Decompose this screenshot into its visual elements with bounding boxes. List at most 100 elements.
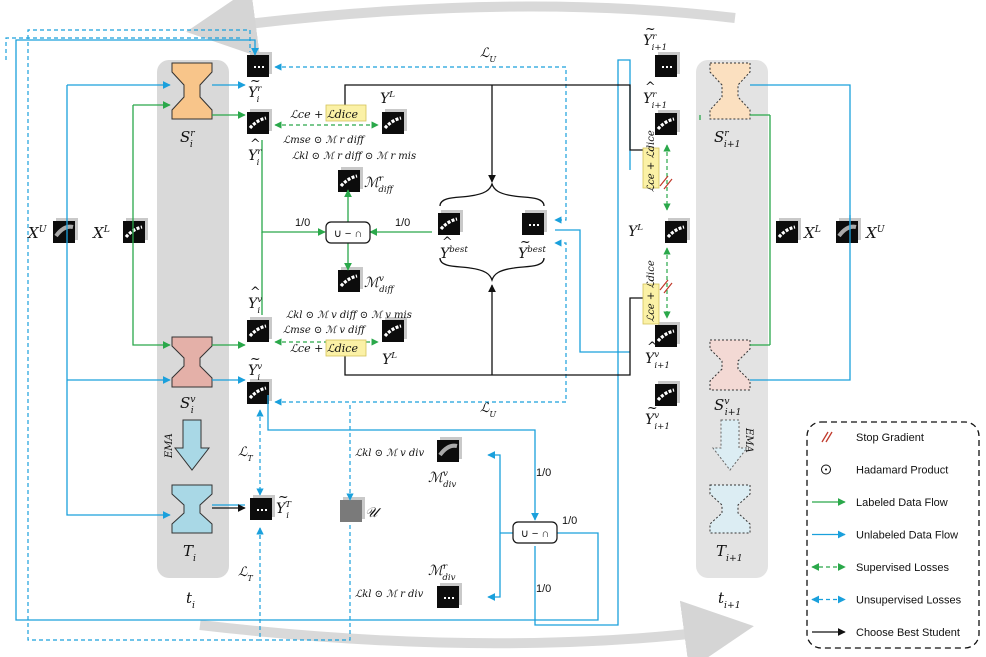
thumb-ytilde-r-left: [247, 52, 272, 77]
legend-item-3: Labeled Data Flow: [812, 497, 948, 509]
legend-item-6: Unsupervised Losses: [811, 595, 962, 607]
label-lt-top: ℒT: [238, 445, 253, 463]
label-yhat-r-i-accent: ^: [250, 136, 261, 151]
label-ytilde-r-ip1-accent: ~: [645, 21, 656, 36]
one-zero-a: 1/0: [295, 217, 310, 229]
thumb-yl-top: [382, 109, 407, 134]
thumb-ytilde-best: [522, 210, 547, 235]
uni-box-top: [325, 221, 371, 244]
legend-item-4: Unlabeled Data Flow: [812, 530, 958, 542]
loss-mse-top: ℒmse ⊙ ℳ r diff: [283, 135, 366, 146]
legend-box: [806, 421, 980, 649]
legend-label-1: Stop Gradient: [856, 432, 924, 444]
label-time-right: ti+1: [718, 589, 741, 611]
thumb-mdiff-v: [338, 267, 363, 292]
teacher-left: [171, 484, 213, 534]
label-t-right: Ti+1: [716, 542, 743, 564]
one-zero-c: 1/0: [536, 467, 551, 479]
student-r-right: [709, 62, 751, 120]
thumb-xl-left: [123, 218, 148, 243]
legend-label-2: Hadamard Product: [856, 465, 948, 477]
thumb-ytilde-v-left: [247, 379, 272, 404]
uni-box-bottom: [512, 521, 558, 544]
legend-label-7: Choose Best Student: [856, 627, 960, 639]
legend-item-2: Hadamard Product: [821, 464, 948, 477]
loss-mse-bottom: ℒmse ⊙ ℳ v diff: [283, 325, 367, 336]
ema-arrow-right: [711, 419, 749, 471]
legend-label-4: Unlabeled Data Flow: [856, 530, 958, 542]
label-ytilde-t-accent: ~: [278, 489, 289, 504]
thumb-ytilde-r-right: [655, 52, 680, 77]
thumb-mdiv-r: [437, 583, 462, 608]
dice-highlight-bottom: [325, 339, 367, 357]
label-ema-left: EMA: [164, 433, 175, 459]
label-yhat-best-accent: ^: [442, 234, 453, 249]
label-xl-left: XL: [92, 224, 110, 242]
label-t-left: Ti: [183, 542, 196, 564]
legend-item-1: Stop Gradient: [821, 431, 924, 444]
label-yhat-v-ip1-accent: ^: [647, 339, 658, 354]
label-time-left: ti: [186, 589, 195, 611]
label-lt-bottom: ℒT: [238, 565, 253, 583]
ema-arrow-left: [173, 419, 211, 471]
label-yhat-v-i-accent: ^: [250, 284, 261, 299]
choose-best-flows: [212, 84, 645, 512]
label-yl-right: YL: [628, 223, 643, 240]
thumb-yhat-r-right: [655, 110, 680, 135]
thumb-xl-right: [776, 218, 801, 243]
student-v-left: [171, 336, 213, 388]
label-u-set: 𝒰: [365, 505, 382, 521]
legend-label-3: Labeled Data Flow: [856, 497, 948, 509]
student-v-right: [709, 339, 751, 391]
loss-ce-dice-right-top: ℒce + ℒdice: [646, 130, 657, 192]
label-xl-right: XL: [803, 224, 821, 242]
label-ytilde-r-i-accent: ~: [250, 73, 261, 88]
thumb-mdiff-r: [338, 167, 363, 192]
thumb-yl-right: [665, 218, 690, 243]
label-xu-right: XU: [865, 224, 886, 242]
label-ytilde-v-i-accent: ~: [250, 351, 261, 366]
top-cycle-arrow: [186, 0, 736, 58]
loss-kl-div-r: ℒkl ⊙ ℳ r div: [355, 589, 424, 600]
loss-kl-div-v: ℒkl ⊙ ℳ v div: [355, 448, 424, 459]
legend-label-6: Unsupervised Losses: [856, 595, 962, 607]
thumb-yhat-r-left: [247, 109, 272, 134]
student-r-left: [171, 62, 213, 120]
thumb-yhat-best: [438, 210, 463, 235]
label-ytilde-best-accent: ~: [520, 234, 531, 249]
label-yl-top: YL: [380, 90, 395, 107]
thumb-mdiv-v: [437, 437, 462, 462]
label-xu-left: XU: [27, 224, 48, 242]
label-yhat-r-ip1-accent: ^: [645, 79, 656, 94]
loss-ce-dice-right-bottom: ℒce + ℒdice: [646, 260, 657, 322]
legend-item-5: Supervised Losses: [811, 562, 949, 574]
one-zero-b: 1/0: [395, 217, 410, 229]
teacher-right: [709, 484, 751, 534]
legend-label-5: Supervised Losses: [856, 562, 949, 574]
thumb-xu-right: [836, 218, 861, 243]
loss-kl-bottom: ℒkl ⊙ ℳ v diff ⊙ ℳ v mis: [286, 310, 412, 321]
dice-highlight-top: [325, 104, 367, 122]
label-lu-top: ℒU: [480, 46, 496, 64]
legend-item-7: Choose Best Student: [812, 627, 960, 639]
thumb-ytilde-v-right: [655, 381, 680, 406]
labeled-flows: [132, 101, 771, 349]
label-yhat-best: Ybest: [440, 245, 468, 262]
label-ema-right: EMA: [743, 427, 754, 453]
